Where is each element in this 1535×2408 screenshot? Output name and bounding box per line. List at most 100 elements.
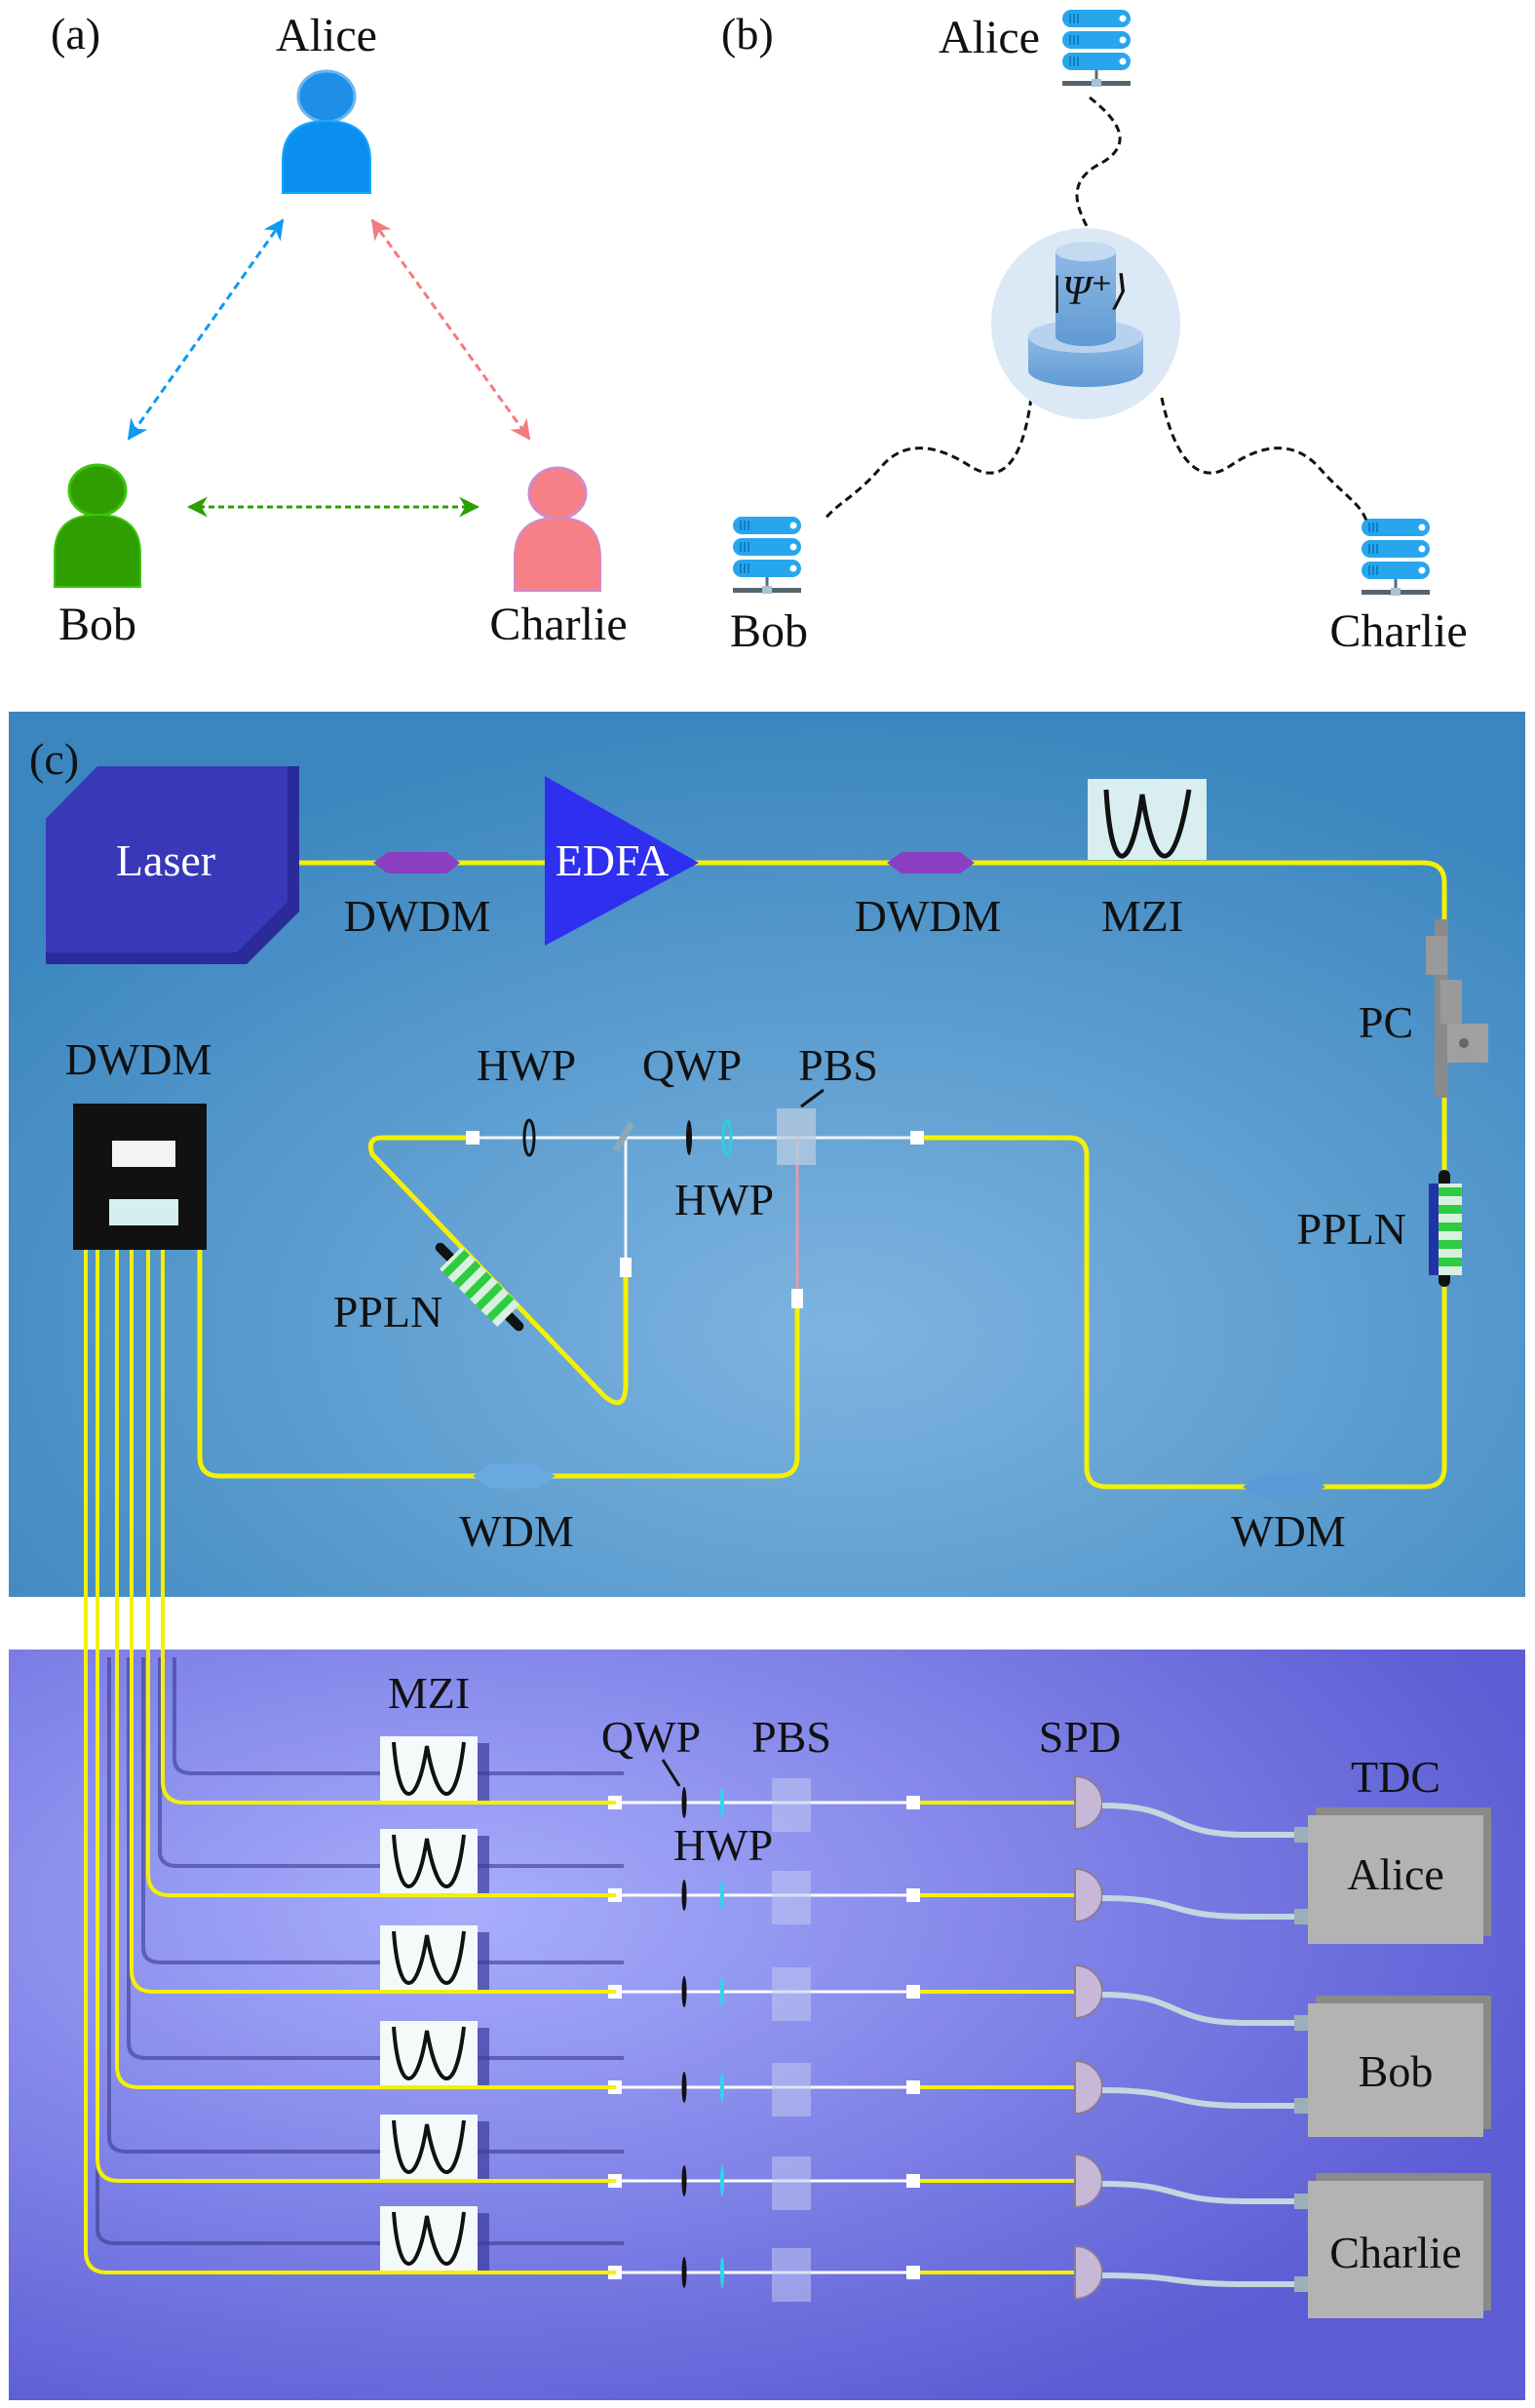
hwp-array-label: HWP [673,1820,773,1870]
panel-c-detection: Alice Bob Charlie MZI QWP PBS SPD TDC HW… [9,1650,1525,2400]
bob-server-icon [731,515,803,596]
collimator-idler [620,1258,632,1277]
mirror-icon [612,1121,635,1152]
laser-source: Laser [46,766,299,964]
collimator-right [906,2174,920,2188]
mzi-fringe [392,1834,466,1888]
qwp-icon [681,1787,687,1818]
alice-charlie-link-arrow [370,218,531,441]
wdm-right-icon [1243,1474,1325,1499]
detection-row [107,1657,1308,2210]
pbs-pointer [800,1088,825,1108]
demux-fibers [84,1250,616,2274]
pbs-cube-icon [772,2063,811,2117]
dwdm-2-icon [887,852,975,874]
collimator-right [906,2266,920,2279]
tdc-connector [1294,1909,1308,1924]
collimator-right [906,1985,920,1999]
ppln-left-icon [435,1242,524,1332]
fiber-shadow [107,1657,624,2154]
alice-person-icon [282,69,371,194]
ppln-right-label: PPLN [1297,1204,1406,1254]
mzi-fringe [392,1741,466,1796]
tdc-alice-label: Alice [1347,1849,1444,1899]
panel-b-label: (b) [721,9,774,58]
pbs-cube-icon [772,1778,811,1832]
wdm-right-label: WDM [1231,1506,1346,1556]
pbs-cube-icon [777,1108,816,1165]
pbs-cube-icon [772,1871,811,1924]
spd-label: SPD [1039,1712,1121,1762]
bob-label: Bob [58,599,136,650]
mzi-label: MZI [1101,891,1183,941]
hwp-icon [720,1976,724,2007]
bob-person-icon [54,463,141,588]
entangled-source-icon: |Ψ⁺⟩ [991,228,1180,419]
tdc-connector [1294,2276,1308,2292]
hwp-2-label: HWP [674,1175,774,1224]
spd-detector-icon [1074,1963,1103,2020]
polarization-controller-icon [1426,919,1488,1098]
hwp-1-label: HWP [477,1040,576,1090]
wdm-left-label: WDM [459,1506,574,1556]
detection-row [127,1657,1308,2117]
demux-fiber [96,1250,616,2183]
coax-cable [1101,1895,1302,1920]
hwp-icon [720,2165,724,2196]
fiber-shadow [141,1657,624,1964]
free-space-beam [473,1136,916,1267]
edfa-label: EDFA [556,835,670,885]
qwp-icon [681,2257,687,2288]
collimator-right [906,2080,920,2094]
coax-cable [1101,1803,1302,1838]
detection-rows [96,1657,1308,2302]
laser-label: Laser [116,835,215,885]
demux-fiber [146,1250,616,1897]
node-alice-label: Alice [939,12,1040,63]
demux-fiber [161,1250,616,1805]
qwp-icon [681,1880,687,1911]
tdc-charlie-label: Charlie [1329,2228,1461,2277]
detection-row [173,1657,1308,1843]
charlie-label: Charlie [489,599,627,650]
mzi-fringe [392,2026,466,2080]
demux-fiber [84,1250,616,2274]
wdm-left-icon [473,1463,556,1489]
hwp-2-icon [721,1118,733,1157]
tdc-label: TDC [1351,1752,1440,1802]
alice-bob-link-arrow [127,218,285,441]
pbs-cube-icon [772,2248,811,2302]
collimator-right [906,1796,920,1809]
tdc-connector [1294,2098,1308,2114]
quantum-channel-alice [1075,96,1122,227]
charlie-server-icon [1360,517,1432,598]
fiber-shadow [127,1657,624,2060]
coax-cable [1101,2087,1302,2109]
mzi-fringe [392,2211,466,2266]
ppln-right-icon [1429,1170,1462,1287]
spd-detector-icon [1074,2153,1103,2209]
collimator-left [466,1131,480,1145]
hwp-icon [720,2072,724,2103]
charlie-person-icon [514,466,601,592]
qwp-icon [681,1976,687,2007]
mzi-fringe [392,2119,466,2174]
spd-detector-icon [1074,2059,1103,2116]
dwdm-2-label: DWDM [855,891,1002,941]
panel-a: (a) Alice Bob Charlie [51,9,628,650]
mzi-fringe [392,1930,466,1985]
edfa-amplifier: EDFA [545,776,699,946]
qwp-pointer [661,1759,681,1787]
tdc-alice: Alice [1308,1807,1491,1944]
panel-a-label: (a) [51,9,100,58]
dwdm-1-icon [373,852,460,874]
hwp-icon [720,1787,724,1818]
alice-server-icon [1060,8,1132,89]
dwdm-demux-box [73,1104,207,1250]
demux-fiber [130,1250,616,1994]
tdc-connector [1294,1827,1308,1843]
hwp-icon [720,2257,724,2288]
detection-row [141,1657,1308,2031]
alice-label: Alice [276,10,377,61]
spd-detector-icon [1074,1867,1103,1923]
